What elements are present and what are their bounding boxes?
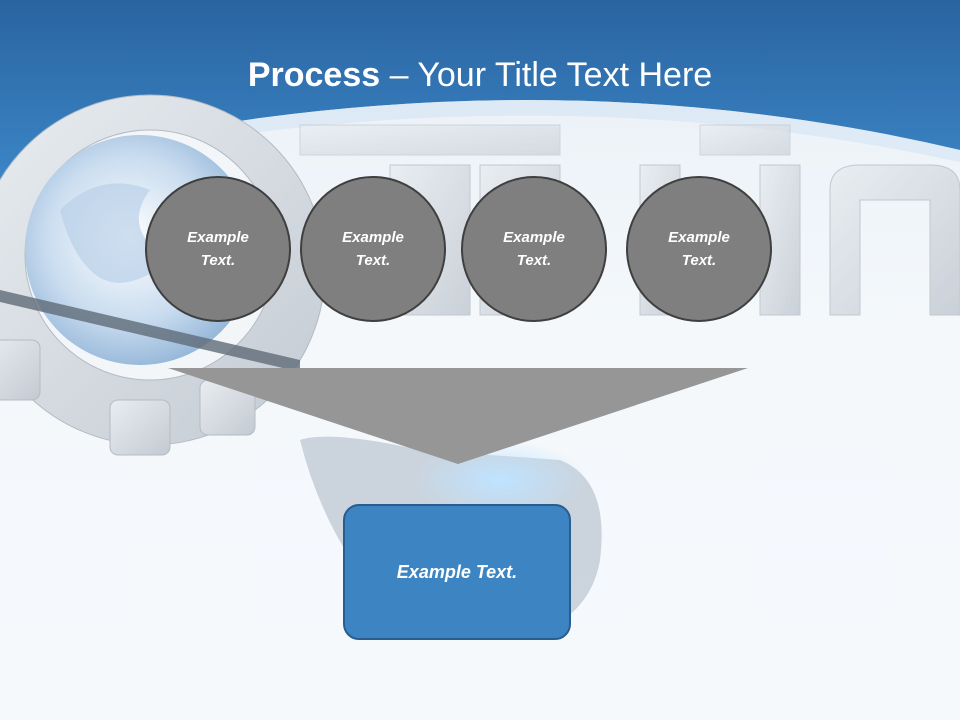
result-box-text: Example Text. <box>396 561 518 582</box>
circle-2-line-1: Example <box>342 229 404 246</box>
title-bold: Process <box>247 56 381 94</box>
circle-4-line-2: Text. <box>681 252 717 269</box>
lever <box>0 290 300 372</box>
circle-1-line-1: Example <box>187 229 249 246</box>
slide-title: Process – Your Title Text Here <box>0 52 960 98</box>
circle-2-line-2: Text. <box>355 252 391 269</box>
circle-1-line-2: Text. <box>200 252 236 269</box>
circle-3-line-1: Example <box>503 229 565 246</box>
result-box[interactable]: Example Text. <box>343 504 571 640</box>
circle-3-line-2: Text. <box>516 252 552 269</box>
title-rest: – Your Title Text Here <box>380 56 713 94</box>
circle-4-line-1: Example <box>668 229 730 246</box>
header-band <box>0 0 960 182</box>
